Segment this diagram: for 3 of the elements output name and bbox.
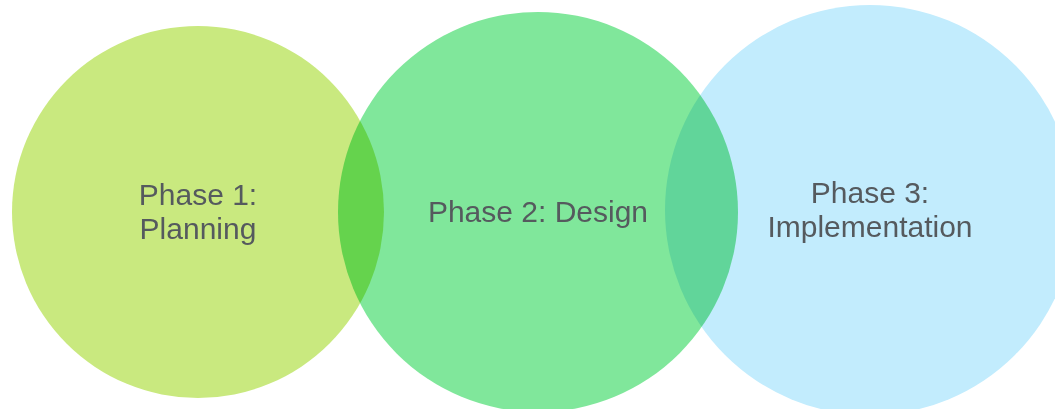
phase-label: Phase 2: Design	[427, 194, 649, 230]
phase-label: Phase 1: Planning	[137, 177, 259, 247]
phase-label: Phase 3: Implementation	[766, 175, 974, 245]
